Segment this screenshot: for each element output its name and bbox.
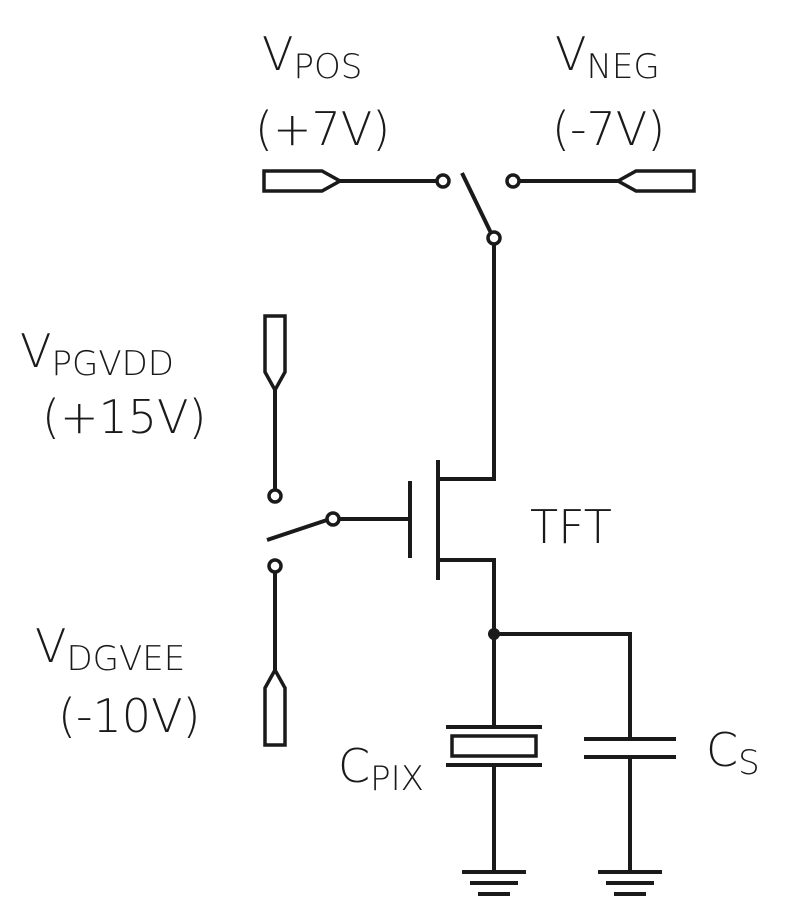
source-switch-pivot — [486, 230, 502, 246]
cs-capacitor — [584, 737, 676, 872]
vneg-label-main: V — [555, 27, 586, 81]
vdgvee-switch-contact — [267, 558, 283, 574]
vneg-label: VNEG (-7V) — [552, 27, 665, 156]
vdgvee-label-sub: DGVEE — [66, 639, 185, 679]
vdgvee-terminal — [263, 666, 287, 747]
vpos-voltage: (+7V) — [255, 102, 390, 156]
cpix-label-sub: PIX — [370, 759, 424, 799]
cpix-ground-symbol — [462, 870, 526, 896]
vpgvdd-voltage: (+15V) — [42, 390, 206, 444]
cs-label-main: C — [706, 723, 738, 777]
vpos-switch-contact — [435, 173, 451, 189]
svg-text:CPIX: CPIX — [338, 739, 424, 799]
tft-label: TFT — [530, 500, 612, 554]
svg-text:CS: CS — [706, 723, 760, 783]
vneg-terminal — [614, 169, 696, 193]
tft-source-line — [438, 558, 496, 634]
svg-text:VPGVDD: VPGVDD — [20, 324, 174, 384]
vpgvdd-label-main: V — [20, 324, 51, 378]
vdgvee-label-main: V — [35, 619, 66, 673]
vpgvdd-switch-contact — [267, 488, 283, 504]
tft-transistor — [408, 460, 440, 580]
svg-text:VDGVEE: VDGVEE — [35, 619, 185, 679]
vneg-switch-contact — [505, 173, 521, 189]
vneg-voltage: (-7V) — [552, 102, 665, 156]
cs-label-sub: S — [738, 743, 760, 783]
gate-switch-pivot — [325, 511, 341, 527]
vpos-label-main: V — [262, 27, 293, 81]
svg-text:VNEG: VNEG — [555, 27, 660, 87]
storage-cap-top-wire — [494, 632, 632, 739]
vdgvee-voltage: (-10V) — [58, 689, 201, 743]
data-line — [438, 244, 496, 481]
vpgvdd-label-sub: PGVDD — [51, 344, 173, 384]
vpos-label: VPOS (+7V) — [255, 27, 390, 156]
vdgvee-label: VDGVEE (-10V) — [35, 619, 201, 743]
vpgvdd-label: VPGVDD (+15V) — [20, 324, 206, 444]
cs-ground-symbol — [598, 870, 662, 896]
vpos-label-sub: POS — [293, 47, 362, 87]
cpix-label-main: C — [338, 739, 370, 793]
svg-text:VPOS: VPOS — [262, 27, 362, 87]
gate-switch-blade — [266, 518, 328, 542]
vpgvdd-terminal — [263, 314, 287, 394]
cpix-dielectric — [450, 734, 538, 758]
cpix-capacitor — [446, 634, 542, 872]
vpos-terminal — [262, 169, 344, 193]
source-switch-blade — [460, 172, 493, 234]
vneg-label-sub: NEG — [586, 47, 659, 87]
